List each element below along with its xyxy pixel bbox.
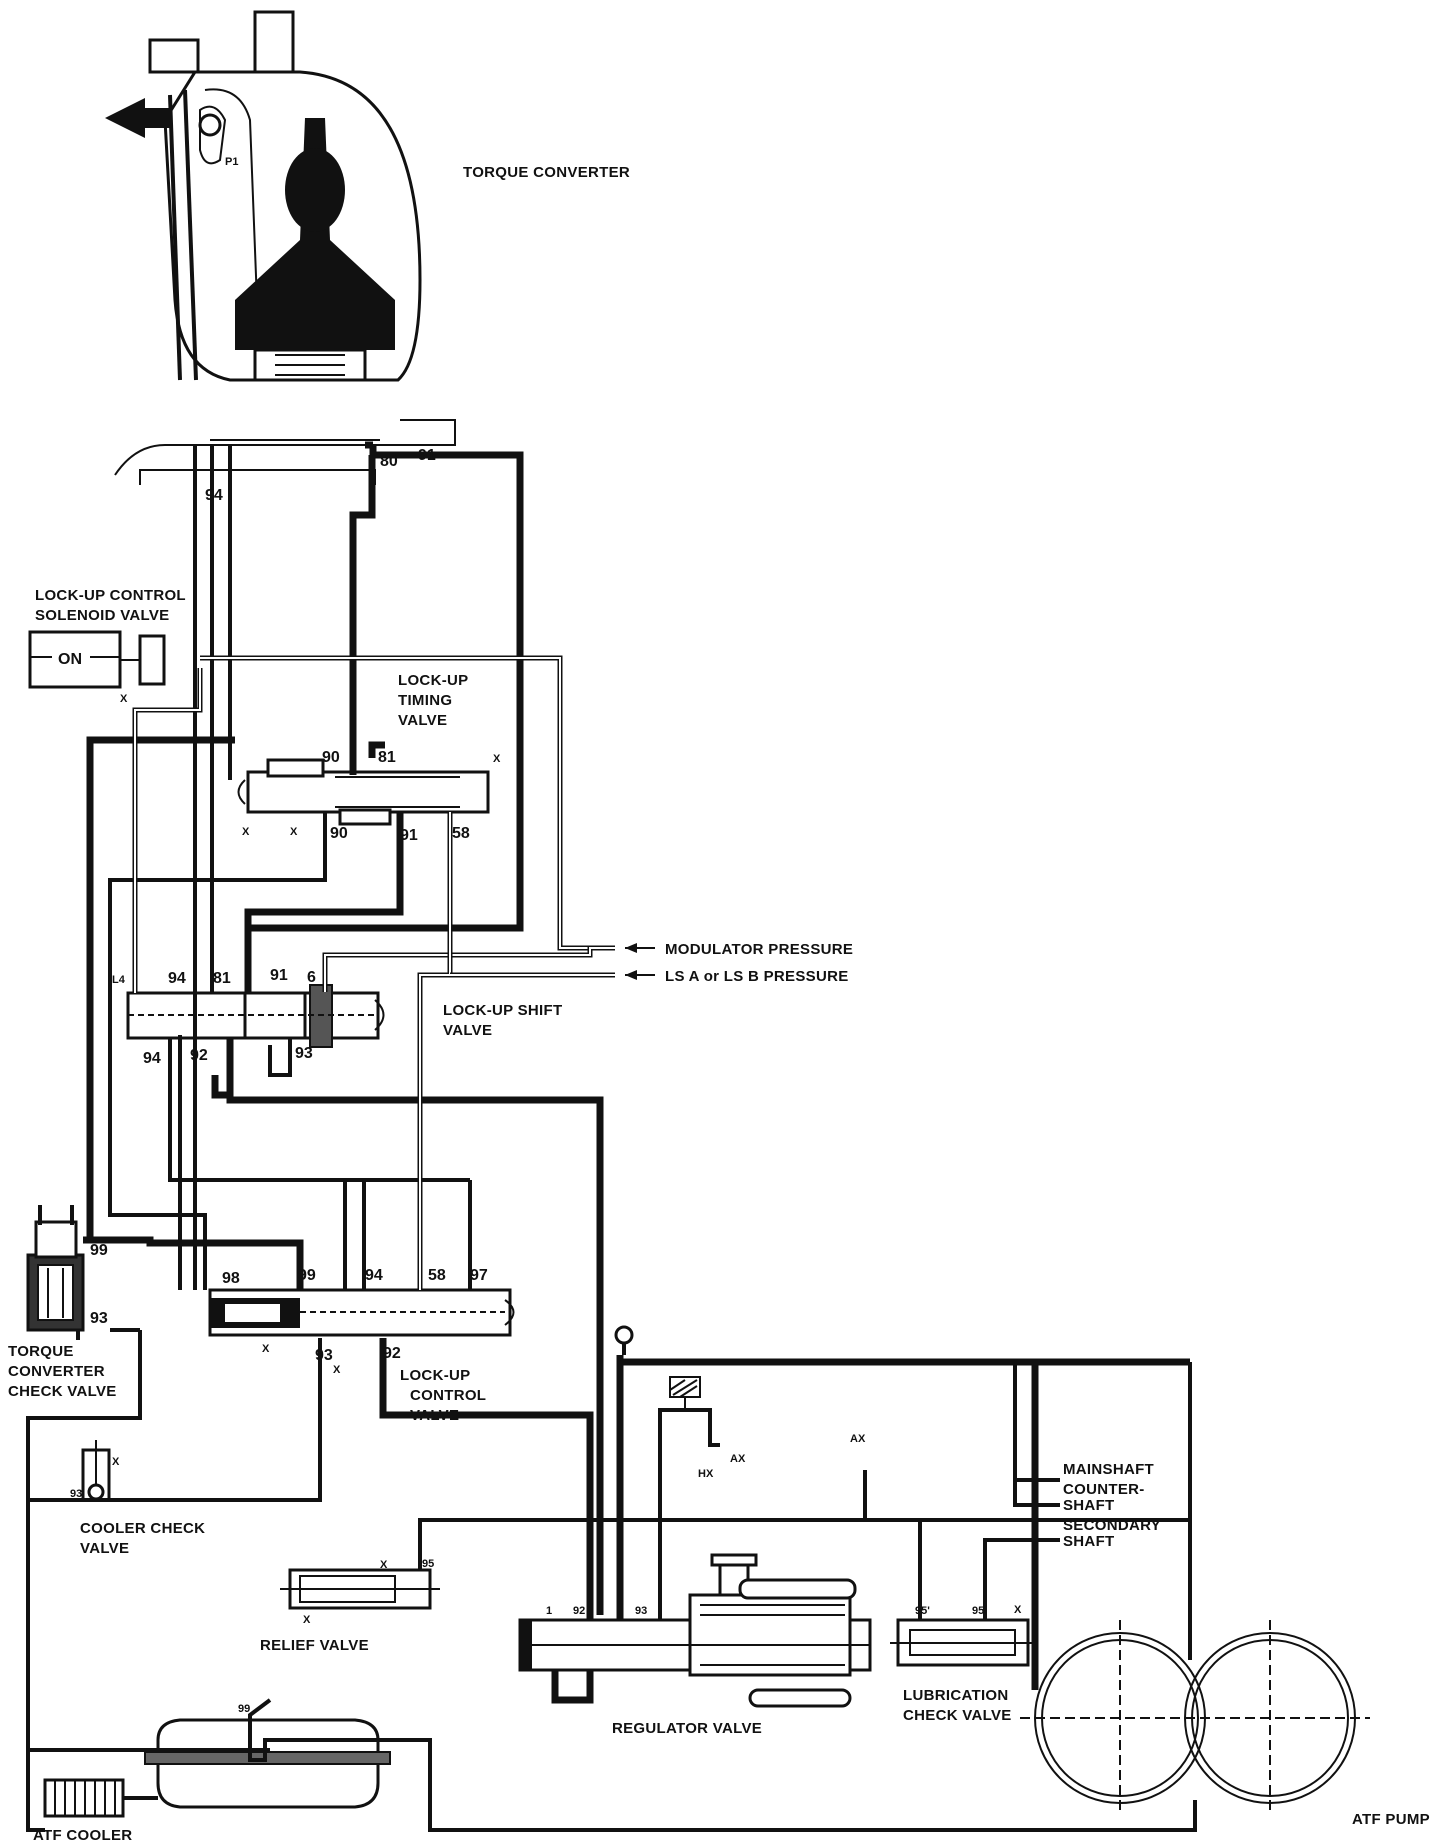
lubrication-label-1: LUBRICATION [903,1687,1009,1704]
svg-text:90: 90 [330,825,348,842]
cooler-check-valve: X [81,1440,120,1502]
svg-text:58: 58 [428,1267,446,1284]
atf-cooler-label: ATF COOLER [33,1827,132,1844]
svg-text:94: 94 [365,1267,383,1284]
lockup-timing-valve: X X X [237,753,501,838]
timing-label-2: TIMING [398,692,452,709]
lubrication-label-2: CHECK VALVE [903,1707,1012,1724]
lockup-control-valve: X X [208,1288,515,1376]
torque-converter-label: TORQUE CONVERTER [463,164,630,181]
port-numbers: 80 91 94 90 81 90 91 58 94 81 91 6 94 92… [70,447,984,1715]
regulator-valve-label: REGULATOR VALVE [612,1720,762,1737]
tc-check-label-2: CONVERTER [8,1363,105,1380]
svg-text:91: 91 [400,827,418,844]
svg-text:98: 98 [222,1270,240,1287]
pressure-gauge [614,1325,634,1355]
lockup-control-solenoid-valve: ON X [28,630,166,705]
svg-text:1: 1 [546,1605,552,1617]
timing-label-1: LOCK-UP [398,672,468,689]
svg-text:81: 81 [213,970,231,987]
svg-text:91: 91 [418,447,436,464]
svg-text:93: 93 [635,1605,647,1617]
svg-text:93: 93 [315,1347,333,1364]
svg-text:X: X [290,826,298,838]
modulator-pressure-label: MODULATOR PRESSURE [665,941,853,958]
cooler-check-label-1: COOLER CHECK [80,1520,205,1537]
solenoid-label-1: LOCK-UP CONTROL [35,587,186,604]
atf-pump [1020,1620,1370,1815]
timing-label-3: VALVE [398,712,447,729]
svg-text:99: 99 [298,1267,316,1284]
svg-text:X: X [242,826,250,838]
solenoid-state: ON [58,651,82,668]
cooler-check-label-2: VALVE [80,1540,129,1557]
relief-valve-label: RELIEF VALVE [260,1637,369,1654]
svg-text:94: 94 [168,970,186,987]
svg-text:92: 92 [190,1047,208,1064]
svg-text:93: 93 [70,1488,82,1500]
shift-label-1: LOCK-UP SHIFT [443,1002,562,1019]
svg-text:95: 95 [972,1605,984,1617]
reservoir [144,1718,391,1809]
svg-text:X: X [1014,1604,1022,1616]
svg-text:80: 80 [380,453,398,470]
ls-pressure-label: LS A or LS B PRESSURE [665,968,849,985]
p1-label: P1 [225,156,238,168]
svg-text:92: 92 [573,1605,585,1617]
svg-text:X: X [262,1343,270,1355]
svg-text:93: 93 [90,1310,108,1327]
svg-text:94: 94 [205,487,223,504]
svg-text:90: 90 [322,749,340,766]
control-label-1: LOCK-UP [400,1367,470,1384]
svg-text:6: 6 [307,969,316,986]
shift-label-2: VALVE [443,1022,492,1039]
tc-check-label-3: CHECK VALVE [8,1383,117,1400]
solenoid-label-2: SOLENOID VALVE [35,607,170,624]
mainshaft-label: MAINSHAFT [1063,1461,1154,1478]
countershaft-label-2: SHAFT [1063,1497,1115,1514]
svg-text:94: 94 [143,1050,161,1067]
atf-pump-label: ATF PUMP [1352,1811,1430,1828]
lubrication-check-valve: X [890,1604,1038,1667]
svg-text:X: X [303,1614,311,1626]
control-label-2: CONTROL [410,1387,486,1404]
hydraulic-lines [26,441,1197,1832]
svg-text:X: X [112,1456,120,1468]
svg-text:X: X [120,693,128,705]
secondary-shaft-label-2: SHAFT [1063,1533,1115,1550]
tc-check-label-1: TORQUE [8,1343,74,1360]
svg-text:HX: HX [698,1468,714,1480]
svg-text:95': 95' [915,1605,930,1617]
svg-text:58: 58 [452,825,470,842]
svg-text:L4: L4 [112,974,126,986]
svg-text:92: 92 [383,1345,401,1362]
regulator-valve [518,1553,872,1708]
torque-converter-check-valve [26,1205,85,1332]
svg-text:97: 97 [470,1267,488,1284]
atf-cooler [43,1778,125,1818]
torque-converter: P1 [105,10,456,485]
svg-text:93: 93 [295,1045,313,1062]
svg-text:91: 91 [270,967,288,984]
svg-text:99: 99 [90,1242,108,1259]
spring-seat: AX HX AX [669,1376,866,1480]
svg-text:X: X [333,1364,341,1376]
svg-text:81: 81 [378,749,396,766]
svg-text:X: X [380,1559,388,1571]
svg-text:AX: AX [730,1453,746,1465]
lockup-shift-valve: L4 [112,974,385,1048]
relief-valve: X X [280,1559,440,1626]
svg-text:95: 95 [422,1558,434,1570]
svg-text:AX: AX [850,1433,866,1445]
svg-text:99: 99 [238,1703,250,1715]
countershaft-label-1: COUNTER- [1063,1481,1145,1498]
svg-text:X: X [493,753,501,765]
